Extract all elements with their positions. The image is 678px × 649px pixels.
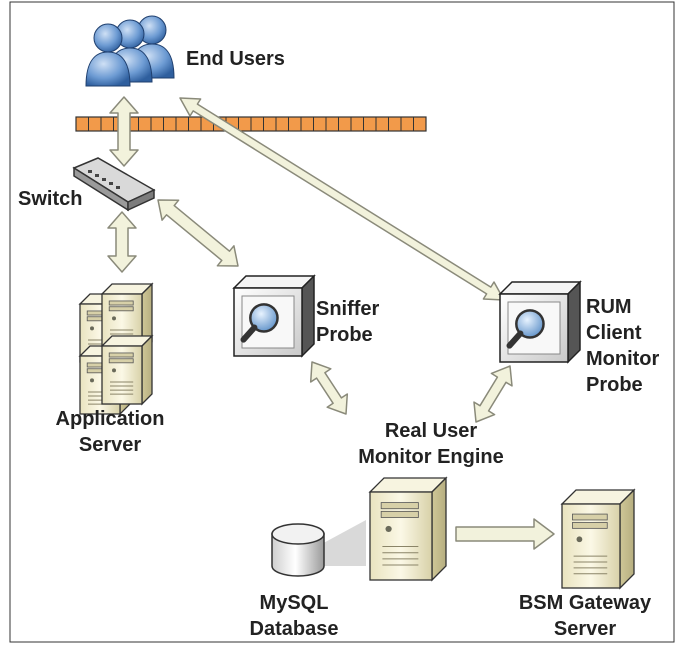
magnifier-probe-icon	[498, 280, 582, 364]
sniffer-probe-label-line: Sniffer	[316, 298, 380, 320]
switch-label: Switch	[18, 188, 83, 210]
rum-engine-label: Real User Monitor Engine	[336, 418, 526, 470]
rum-client-probe-label-line: Probe	[586, 374, 643, 396]
rum-client-probe-label-line: Client	[586, 322, 642, 344]
server-cluster-icon	[78, 282, 154, 416]
server-icon	[368, 476, 448, 582]
arrow-rumprobe-engine	[473, 365, 513, 423]
rum-engine-label-line: Monitor Engine	[358, 446, 504, 468]
mysql-database-label-line: Database	[249, 618, 339, 640]
arrow-engine-gateway	[455, 518, 555, 550]
bsm-gateway-label-line: Server	[553, 618, 617, 640]
application-server-label-line: Server	[78, 434, 142, 456]
network-switch-icon	[72, 157, 156, 212]
users-group-icon	[85, 15, 175, 87]
sniffer-probe-label-line: Probe	[316, 324, 373, 346]
arrow-users-switch	[109, 96, 139, 167]
sniffer-probe-label: Sniffer Probe	[316, 296, 379, 348]
application-server-label-line: Application	[55, 408, 165, 430]
database-icon	[271, 520, 366, 577]
magnifier-probe-icon	[232, 274, 316, 358]
rum-client-probe-label-line: RUM	[586, 296, 632, 318]
server-icon	[560, 488, 636, 590]
rum-client-probe-label: RUM Client Monitor Probe	[586, 294, 659, 398]
rum-client-probe-label-line: Monitor	[586, 348, 660, 370]
application-server-label: Application Server	[40, 406, 180, 458]
arrow-sniffer-engine	[309, 361, 349, 415]
arrow-switch-appserver	[107, 211, 137, 273]
end-users-label: End Users	[186, 48, 285, 70]
mysql-database-label: MySQL Database	[234, 590, 354, 642]
arrow-switch-sniffer	[157, 199, 239, 267]
mysql-database-label-line: MySQL	[259, 592, 329, 614]
bsm-gateway-label-line: BSM Gateway	[518, 592, 652, 614]
rum-engine-label-line: Real User	[384, 420, 478, 442]
bsm-gateway-label: BSM Gateway Server	[500, 590, 670, 642]
